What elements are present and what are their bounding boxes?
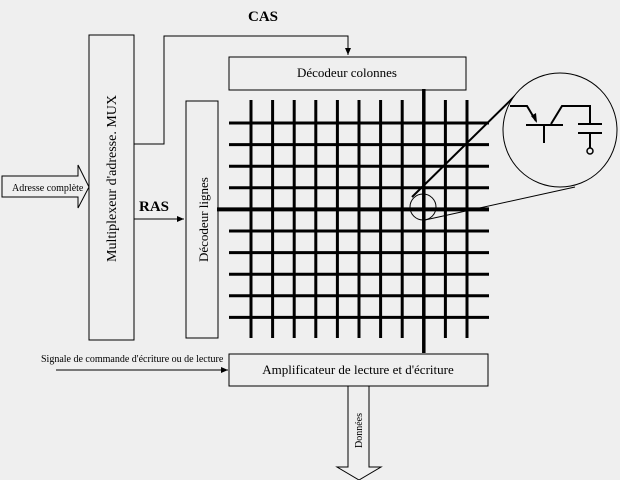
address-label: Adresse complète	[12, 183, 84, 194]
sense-amp-label: Amplificateur de lecture et d'écriture	[262, 362, 454, 377]
row-decoder-label: Décodeur lignes	[196, 177, 211, 262]
data-out-label: Données	[354, 413, 365, 448]
row-decoder-box	[185, 100, 219, 339]
callout-line-bottom	[424, 186, 576, 221]
mux-label: Multiplexeur d'adresse. MUX	[105, 95, 120, 262]
cell-detail-circle	[502, 72, 618, 188]
address-arrow	[1, 164, 90, 209]
callout-line-top	[411, 88, 523, 198]
column-decoder-box	[228, 56, 467, 91]
selected-cell-circle	[409, 193, 437, 221]
rw-signal-label: Signale de commande d'écriture ou de lec…	[41, 354, 224, 365]
capacitor-icon	[578, 123, 602, 155]
transistor-arrow-icon	[531, 113, 537, 123]
cas-line	[134, 35, 351, 145]
column-decoder-label: Décodeur colonnes	[297, 65, 397, 80]
sense-amp-box	[228, 353, 489, 387]
data-out-arrow	[335, 385, 383, 480]
cas-label: CAS	[248, 9, 278, 25]
ras-label: RAS	[139, 199, 169, 215]
memory-cell-grid	[217, 89, 489, 353]
